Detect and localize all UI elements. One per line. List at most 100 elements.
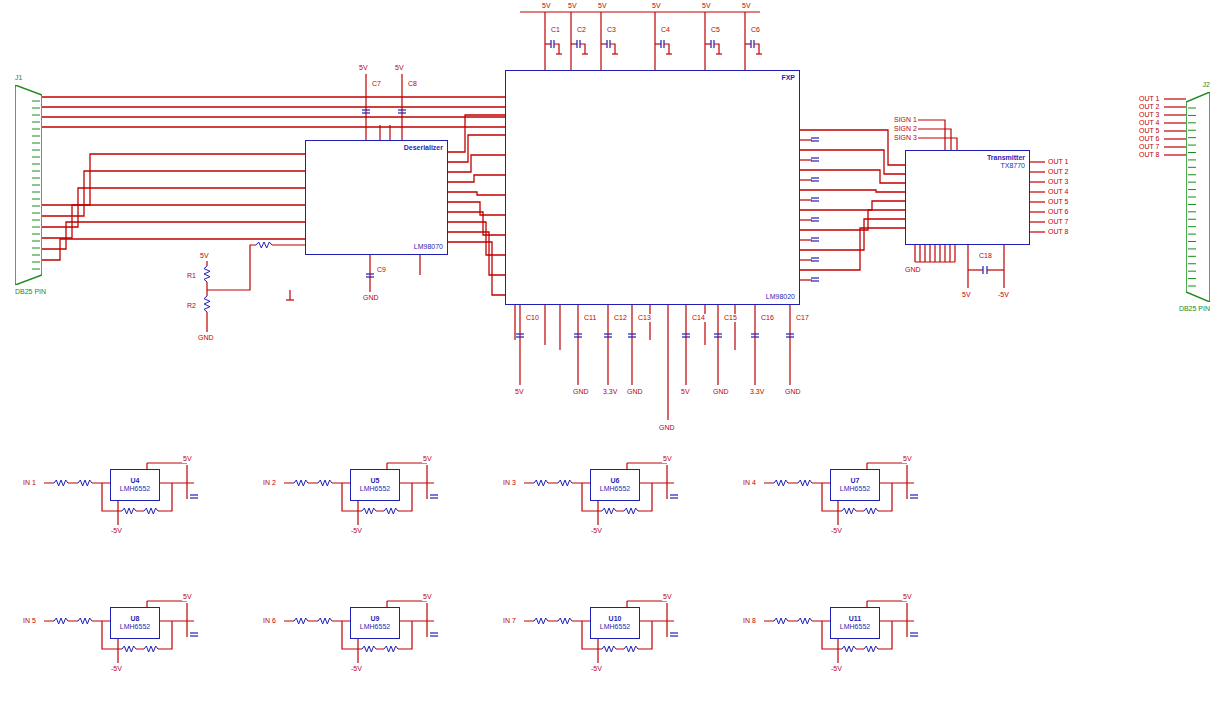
resistor-symbol — [842, 508, 856, 514]
net-label: C18 — [978, 252, 993, 260]
net-label: 5V — [422, 593, 433, 601]
connector-pin — [1188, 256, 1196, 257]
connector-pin — [1188, 271, 1196, 272]
net-label: GND — [658, 424, 676, 432]
connector-pin — [32, 101, 40, 102]
wire — [628, 333, 636, 334]
wire — [430, 635, 438, 636]
opamp-chip: U10LMH6552 — [590, 607, 640, 639]
wire — [910, 632, 918, 633]
wire — [800, 139, 812, 140]
wire — [1164, 114, 1186, 115]
wire — [710, 40, 711, 48]
wire — [366, 273, 374, 274]
resistor-symbol — [864, 508, 878, 514]
wire — [400, 620, 434, 621]
wire — [934, 245, 935, 262]
net-label: 5V — [902, 455, 913, 463]
wire — [516, 333, 524, 334]
wire — [556, 53, 562, 54]
net-label: IN 7 — [502, 617, 517, 625]
ic-chip: DeserializerLM98070 — [305, 140, 448, 255]
connector-pin — [32, 227, 40, 228]
dsub-connector: J1DB25 PIN — [15, 85, 42, 285]
wire — [910, 494, 918, 495]
wire — [1030, 211, 1045, 212]
resistor-symbol — [78, 618, 92, 624]
connector-pin — [1188, 189, 1196, 190]
connector-pin — [1188, 278, 1196, 279]
signal-wire — [42, 239, 305, 260]
wire — [574, 336, 582, 337]
wire — [717, 305, 718, 385]
wire — [160, 620, 194, 621]
net-label: C14 — [691, 314, 706, 322]
net-label: 5V — [199, 252, 210, 260]
net-label: OUT 6 — [1138, 135, 1161, 143]
net-label: OUT 2 — [1047, 168, 1070, 176]
wire — [800, 179, 812, 180]
wire — [666, 53, 672, 54]
resistor-symbol — [122, 508, 136, 514]
wire — [811, 157, 819, 158]
wire — [924, 245, 925, 262]
wire — [744, 12, 745, 70]
wire — [607, 305, 608, 385]
wire — [811, 217, 819, 218]
net-label: -5V — [110, 665, 123, 673]
chip-title: U5 — [371, 477, 380, 485]
wire — [714, 333, 722, 334]
wire — [400, 482, 434, 483]
connector-pin — [32, 255, 40, 256]
wire — [649, 305, 650, 340]
net-label: SIGN 1 — [893, 116, 918, 124]
wire — [1030, 221, 1045, 222]
connector-pin — [1188, 137, 1196, 138]
wire — [756, 53, 762, 54]
resistor-symbol — [294, 618, 308, 624]
resistor-symbol — [384, 646, 398, 652]
resistor-symbol — [362, 508, 376, 514]
resistor-symbol — [144, 646, 158, 652]
signal-wire — [448, 222, 505, 255]
signal-wire — [800, 130, 905, 165]
resistor-gap — [203, 266, 211, 282]
signal-wire — [448, 155, 505, 172]
resistor-gap — [774, 617, 788, 625]
resistor-gap — [318, 617, 332, 625]
wire — [577, 305, 578, 385]
wire — [954, 245, 955, 262]
part-number: LMH6552 — [120, 623, 150, 631]
connector-pin — [32, 115, 40, 116]
net-label: 5V — [422, 455, 433, 463]
opamp-chip: U5LMH6552 — [350, 469, 400, 501]
net-label: OUT 2 — [1138, 103, 1161, 111]
signal-wire — [42, 96, 505, 97]
resistor-symbol — [558, 480, 572, 486]
connector-pin — [32, 143, 40, 144]
chip-title: U6 — [611, 477, 620, 485]
wire — [917, 129, 951, 150]
connector-pin — [32, 269, 40, 270]
wire — [362, 112, 370, 113]
wire — [800, 259, 812, 260]
net-label: -5V — [350, 665, 363, 673]
resistor-symbol — [602, 508, 616, 514]
chip-title: U8 — [131, 615, 140, 623]
part-number: LMH6552 — [840, 623, 870, 631]
part-number: LMH6552 — [360, 485, 390, 493]
opamp-chip: U4LMH6552 — [110, 469, 160, 501]
connector-pin — [1188, 130, 1196, 131]
wire — [398, 112, 406, 113]
wire — [190, 494, 198, 495]
wire — [289, 290, 290, 300]
net-label: OUT 6 — [1047, 208, 1070, 216]
wire — [667, 305, 668, 420]
connector-pin — [1188, 241, 1196, 242]
resistor-symbol — [294, 480, 308, 486]
wire — [147, 462, 187, 463]
wire — [880, 620, 914, 621]
resistor-gap — [602, 507, 616, 515]
resistor-symbol — [864, 646, 878, 652]
resistor-gap — [203, 296, 211, 312]
